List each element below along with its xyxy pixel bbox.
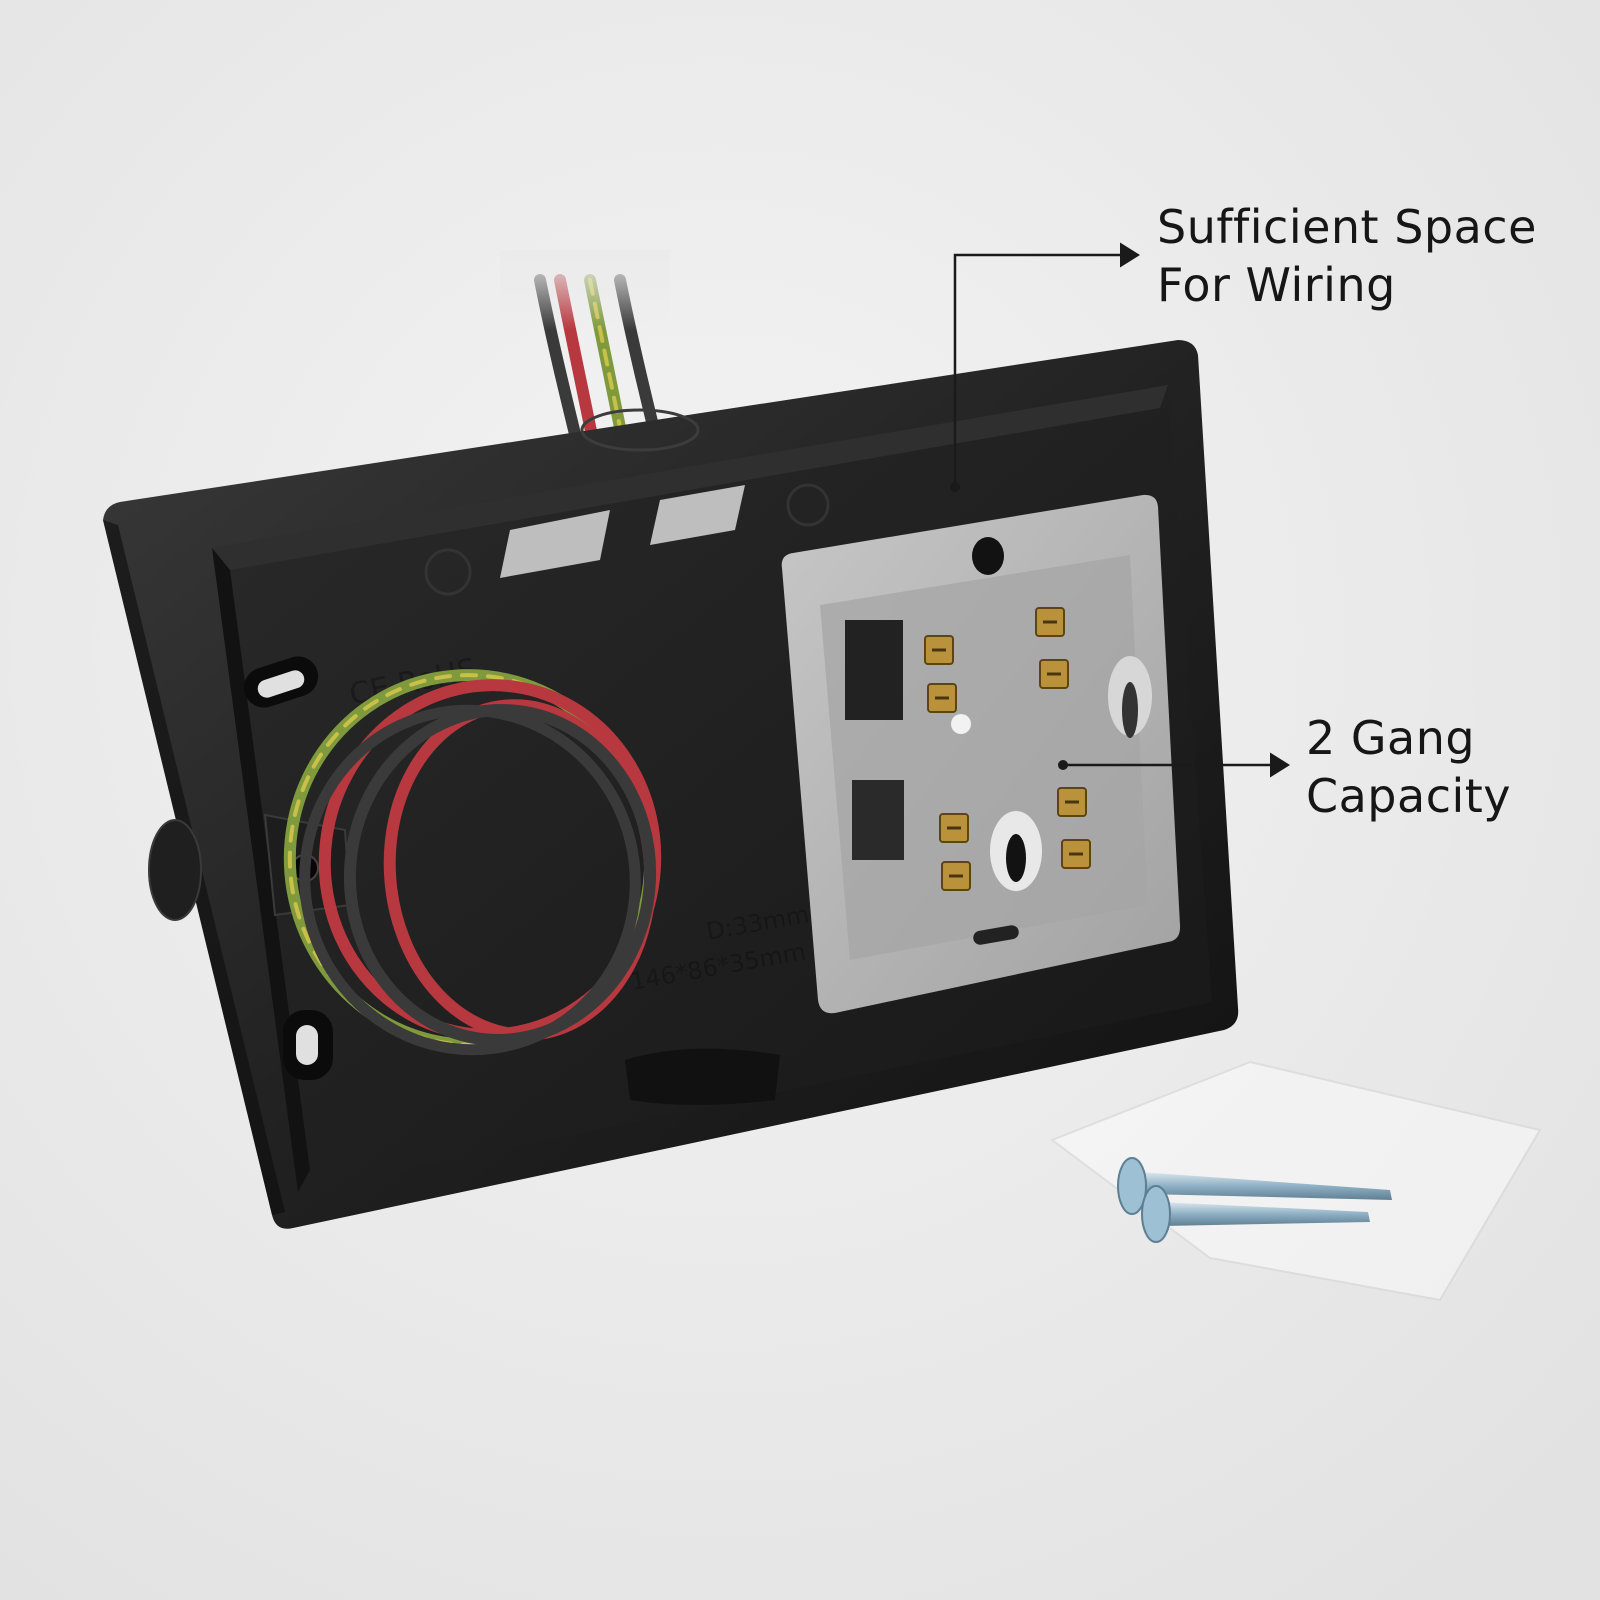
coiled-wires [283, 669, 662, 1056]
double-arrow-up-icon [953, 242, 1140, 487]
wiring-callout-line2: For Wiring [1157, 258, 1396, 312]
terminal-screws [924, 607, 1091, 891]
screw [1141, 1185, 1370, 1243]
gang-callout-line1: 2 Gang [1306, 711, 1476, 765]
callout-arrows [950, 242, 1290, 778]
screw-bag [1049, 1060, 1542, 1302]
wire-fade [500, 250, 670, 330]
wiring-callout-line1: Sufficient Space [1157, 200, 1537, 254]
switch-module [781, 494, 1181, 1014]
wiring-space-callout: Sufficient Space For Wiring [1157, 198, 1537, 314]
screw [1117, 1157, 1392, 1215]
gang-capacity-callout: 2 Gang Capacity [1306, 709, 1511, 825]
gang-callout-line2: Capacity [1306, 769, 1512, 823]
